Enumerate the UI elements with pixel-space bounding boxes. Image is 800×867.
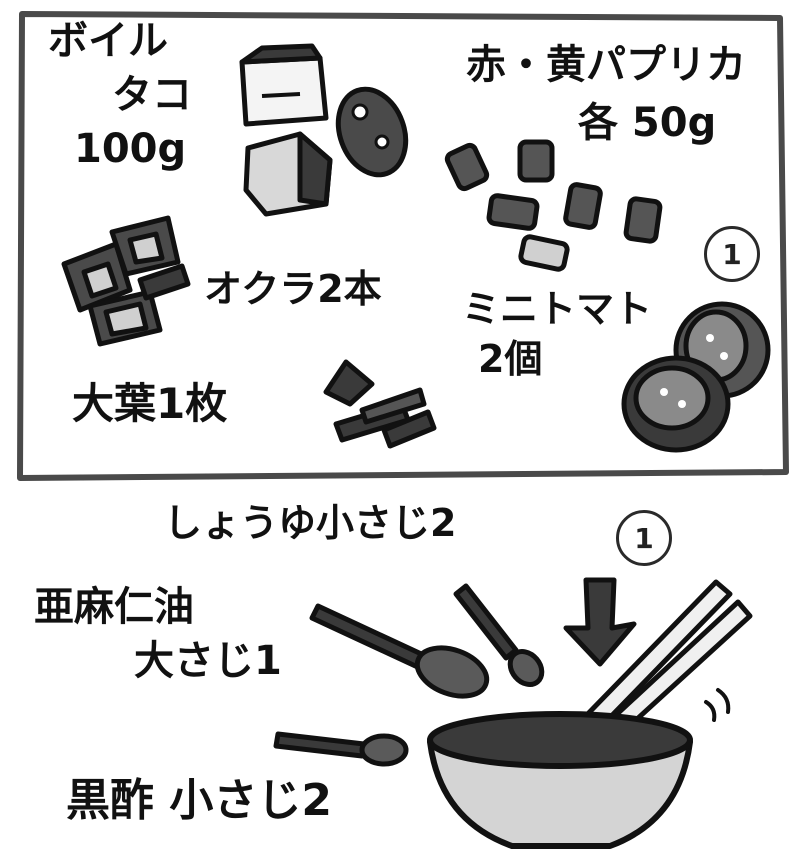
- soy-sauce-label: しょうゆ小さじ2: [164, 501, 457, 545]
- bowl-illustration: [427, 711, 693, 849]
- tomato-name: ミニトマト: [462, 287, 653, 331]
- ingredient-frame: [17, 11, 789, 481]
- octopus-amount: 100g: [74, 126, 187, 172]
- black-vinegar-label: 黒酢 小さじ2: [66, 775, 332, 826]
- tomato-amount: 2個: [478, 337, 543, 381]
- okra-label: オクラ2本: [204, 267, 382, 311]
- octopus-name-line2: タコ: [112, 72, 192, 118]
- arrow-down-icon: [563, 577, 637, 667]
- linseed-oil-name: 亜麻仁油: [34, 584, 194, 630]
- spoon-large: [309, 603, 490, 699]
- octopus-name: ボイル: [48, 18, 168, 64]
- paprika-illustration: [444, 139, 663, 272]
- paprika-name: 赤・黄パプリカ: [466, 42, 746, 88]
- shiso-illustration: [323, 359, 437, 449]
- okra-illustration: [61, 215, 191, 347]
- shiso-label: 大葉1枚: [72, 379, 228, 428]
- spoon-vinegar: [273, 731, 409, 767]
- paprika-amount: 各 50g: [578, 100, 717, 146]
- linseed-oil-amount: 大さじ1: [134, 638, 282, 684]
- step-number-badge-2: 1: [616, 510, 672, 566]
- step-number-badge: 1: [704, 226, 760, 282]
- tomato-illustration: [621, 301, 771, 453]
- motion-lines: [704, 688, 731, 722]
- octopus-illustration: [239, 43, 409, 217]
- spoon-small: [453, 583, 545, 687]
